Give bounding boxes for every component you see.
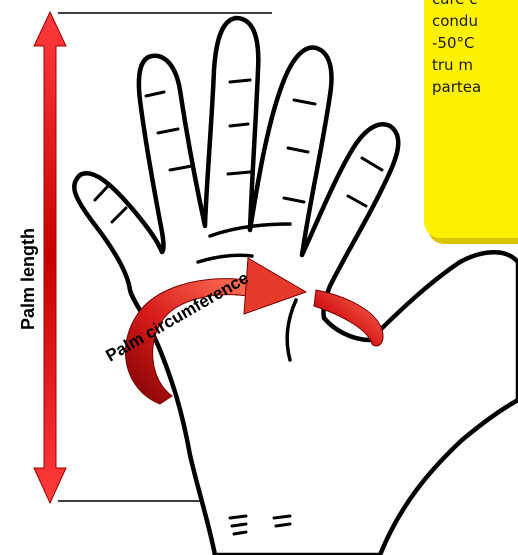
palm-length-label: Palm length (18, 228, 38, 330)
palm-length-arrow (34, 12, 66, 503)
